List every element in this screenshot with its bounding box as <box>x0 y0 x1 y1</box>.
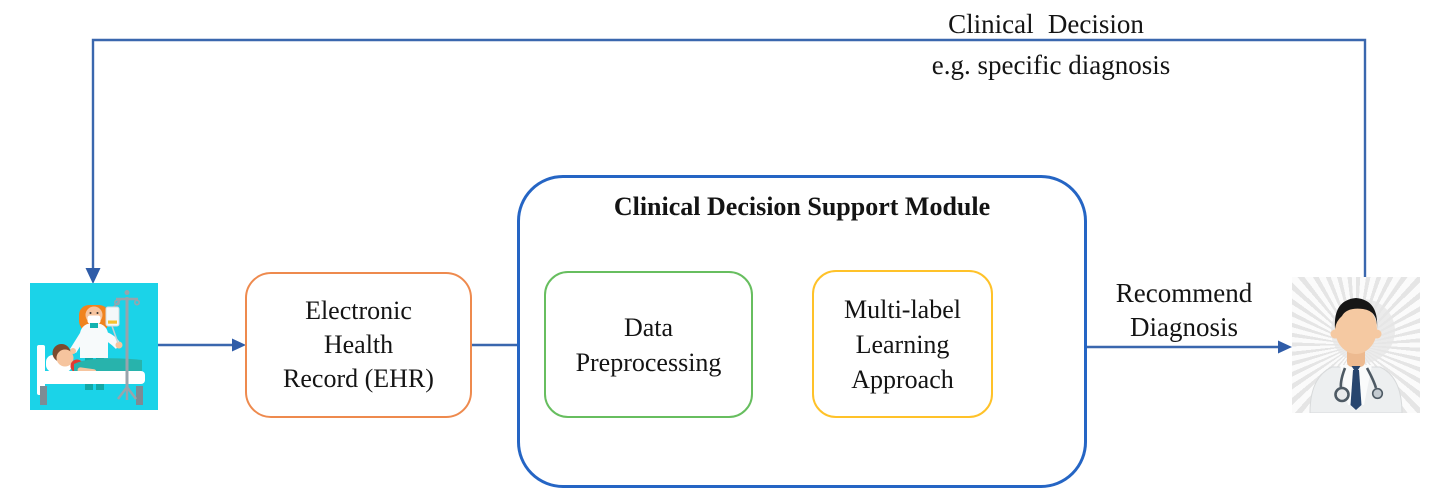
cds-module-title: Clinical Decision Support Module <box>520 189 1084 225</box>
recommend-diagnosis-line: Diagnosis <box>1130 312 1238 342</box>
patient-in-hospital-bed-illustration <box>30 283 158 410</box>
data-preprocessing-line: Data <box>623 312 674 342</box>
feedback-connector-line <box>91 38 1367 277</box>
multilabel-line: Approach <box>851 364 954 394</box>
clinical-decision-label: Clinical Decision <box>948 9 1144 39</box>
cds-module-title-line: Module <box>904 192 991 221</box>
arrowhead-right-icon <box>1278 340 1292 354</box>
data-preprocessing-node: Data Preprocessing <box>544 271 753 418</box>
multilabel-line: Multi-label <box>844 294 961 324</box>
multilabel-learning-node: Multi-label Learning Approach <box>812 270 993 418</box>
feedback-arrowhead-down-icon <box>85 268 101 284</box>
ehr-line: Health <box>323 330 394 359</box>
recommend-diagnosis-line: Recommend <box>1115 278 1253 308</box>
patient-scene-icon <box>30 283 158 410</box>
ehr-node: Electronic Health Record (EHR) <box>245 272 472 418</box>
doctor-illustration <box>1292 277 1420 413</box>
arrowhead-right-icon <box>232 338 246 352</box>
doctor-avatar-icon <box>1309 298 1403 413</box>
ehr-line: Electronic <box>305 296 412 325</box>
ehr-line: Record (EHR) <box>283 364 434 393</box>
data-preprocessing-line: Preprocessing <box>575 347 722 377</box>
recommend-diagnosis-label: Recommend Diagnosis <box>1094 276 1274 344</box>
cds-module-title-line: Clinical Decision Support <box>613 192 899 221</box>
multilabel-line: Learning <box>855 329 950 359</box>
specific-diagnosis-label: e.g. specific diagnosis <box>931 50 1171 80</box>
